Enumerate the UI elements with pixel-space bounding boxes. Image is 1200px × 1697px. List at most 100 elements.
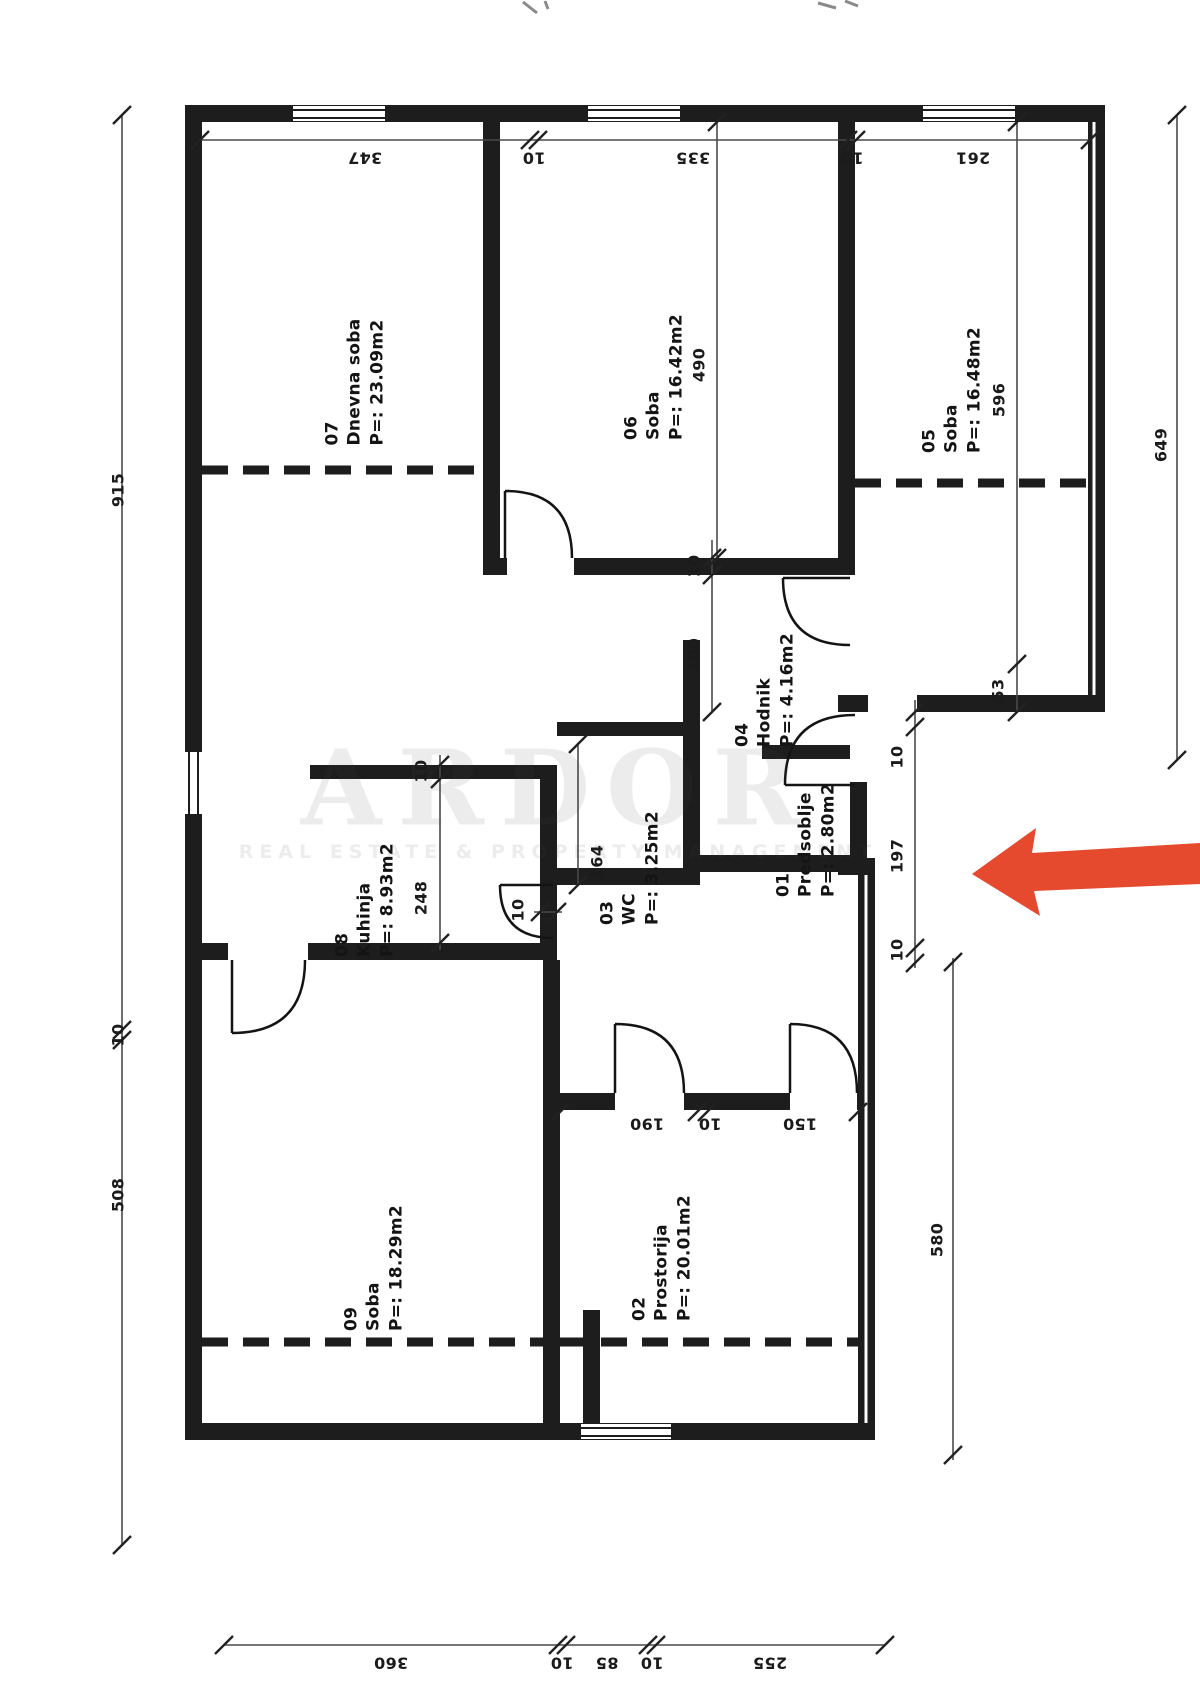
room-number: 05: [919, 428, 940, 454]
dim-label: 53: [988, 678, 1008, 702]
wall-08-09-left: [202, 943, 228, 960]
window: [581, 1424, 671, 1439]
room-label-05: 05 Soba P=: 16.48m2: [918, 327, 985, 453]
wall-outer-right-upper: [1088, 105, 1105, 712]
dim-label: 508: [108, 1177, 128, 1213]
wall-predsoblje-bottom: [686, 855, 867, 872]
wall-06-05: [838, 122, 855, 575]
dim-label: 150: [782, 1114, 818, 1134]
dim-label: 10: [698, 1114, 722, 1134]
room-number: 01: [773, 872, 794, 897]
dim-label: 255: [752, 1653, 788, 1673]
dim-label: 347: [347, 148, 383, 168]
room-name: WC: [619, 893, 640, 925]
dim-label: 248: [411, 880, 431, 916]
room-name: Prostorija: [651, 1224, 672, 1322]
room-number: 09: [341, 1306, 362, 1332]
window: [588, 106, 680, 121]
dim-label: 596: [989, 382, 1009, 418]
entrance-arrow: [972, 828, 1200, 916]
dim-label: 10: [640, 1653, 664, 1673]
room-area: P=: 20.01m2: [674, 1194, 695, 1322]
dim-label: 10: [508, 898, 528, 922]
dim-label: 10: [550, 1653, 574, 1673]
room-area: P=: 3.25m2: [642, 811, 663, 925]
dim-label: 490: [689, 347, 709, 383]
dim-label: 649: [1151, 427, 1171, 463]
door-room02-left: [613, 1022, 686, 1094]
window: [923, 106, 1015, 121]
door-room02-right: [788, 1022, 859, 1094]
room-label-01: 01 Predsoblje P=: 2.80m2: [772, 783, 839, 897]
wall-wc-bottom: [540, 868, 700, 885]
room-area: P=: 4.16m2: [777, 633, 798, 747]
wall-hodnik-top-right: [574, 558, 855, 575]
wall-07-06: [483, 122, 500, 575]
watermark-logo: ARDOR: [300, 726, 816, 850]
room-name: Soba: [363, 1282, 384, 1332]
dim-label: 10: [411, 759, 431, 783]
room-number: 06: [621, 415, 642, 441]
dim-label: 190: [629, 1114, 665, 1134]
dim-label: 10: [108, 1023, 128, 1047]
wall-predsoblje-top: [762, 745, 850, 759]
dim-label: 164: [587, 844, 607, 880]
dim-label: 360: [373, 1653, 409, 1673]
dim-label: 335: [675, 148, 711, 168]
room-name: Dnevna soba: [344, 318, 365, 446]
watermark-subtitle: REAL ESTATE & PROPERTY MANAGEMENT: [238, 841, 878, 863]
room-number: 08: [332, 932, 353, 957]
room-name: Hodnik: [754, 677, 775, 747]
dim-label: 197: [887, 838, 907, 874]
door-room05: [781, 576, 851, 647]
wall-02-top-a: [543, 1093, 615, 1110]
wall-hodnik-top-left: [483, 558, 507, 575]
room-label-06: 06 Soba P=: 16.42m2: [620, 314, 687, 440]
dim-label: 10: [522, 148, 546, 168]
doors: [230, 489, 859, 1094]
window: [293, 106, 385, 121]
room-name: Soba: [941, 404, 962, 454]
dim-label: 580: [927, 1222, 947, 1258]
room-number: 02: [629, 1296, 650, 1322]
windows: [184, 106, 1015, 1439]
wall-wc-predsoblje: [683, 640, 700, 885]
room-label-09: 09 Soba P=: 18.29m2: [340, 1205, 407, 1331]
room-area: P=: 8.93m2: [377, 843, 398, 957]
door-wc: [498, 883, 554, 940]
room-number: 07: [322, 421, 343, 446]
wall-step-stub: [838, 695, 868, 712]
room-label-08: 08 Kuhinja P=: 8.93m2: [331, 843, 398, 957]
cropped-text-artifact: [522, 0, 859, 15]
dim-label: 10: [887, 745, 907, 769]
room-label-07: 07 Dnevna soba P=: 23.09m2: [321, 318, 388, 445]
dim-label: 10: [887, 938, 907, 962]
wall-wc-top: [557, 722, 683, 736]
wall-02-top-b: [684, 1093, 790, 1110]
room-name: Soba: [643, 391, 664, 441]
wall-bottom-stub: [583, 1310, 600, 1423]
wall-step-room05: [917, 695, 1105, 712]
dim-label: 100: [684, 637, 704, 673]
dim-label: 261: [955, 148, 991, 168]
dim-label: 10: [840, 148, 864, 168]
wall-entry-right: [850, 782, 867, 875]
room-label-02: 02 Prostorija P=: 20.01m2: [628, 1195, 695, 1321]
window: [184, 752, 203, 814]
wall-outer-bottom: [185, 1423, 875, 1440]
dimension-lines: [121, 115, 1178, 1646]
room-name: Predsoblje: [795, 792, 816, 897]
room-area: P=: 2.80m2: [818, 783, 839, 897]
dimension-ticks: [112, 105, 1187, 1655]
wall-09-02: [543, 960, 560, 1423]
dim-label: 915: [108, 472, 128, 508]
wall-inner-lines: [864, 122, 1096, 1423]
room-area: P=: 16.48m2: [964, 326, 985, 454]
room-number: 04: [732, 722, 753, 747]
room-area: P=: 23.09m2: [367, 319, 388, 446]
room-label-04: 04 Hodnik P=: 4.16m2: [731, 633, 798, 747]
room-area: P=: 16.42m2: [666, 313, 687, 441]
walls: [185, 105, 1105, 1440]
